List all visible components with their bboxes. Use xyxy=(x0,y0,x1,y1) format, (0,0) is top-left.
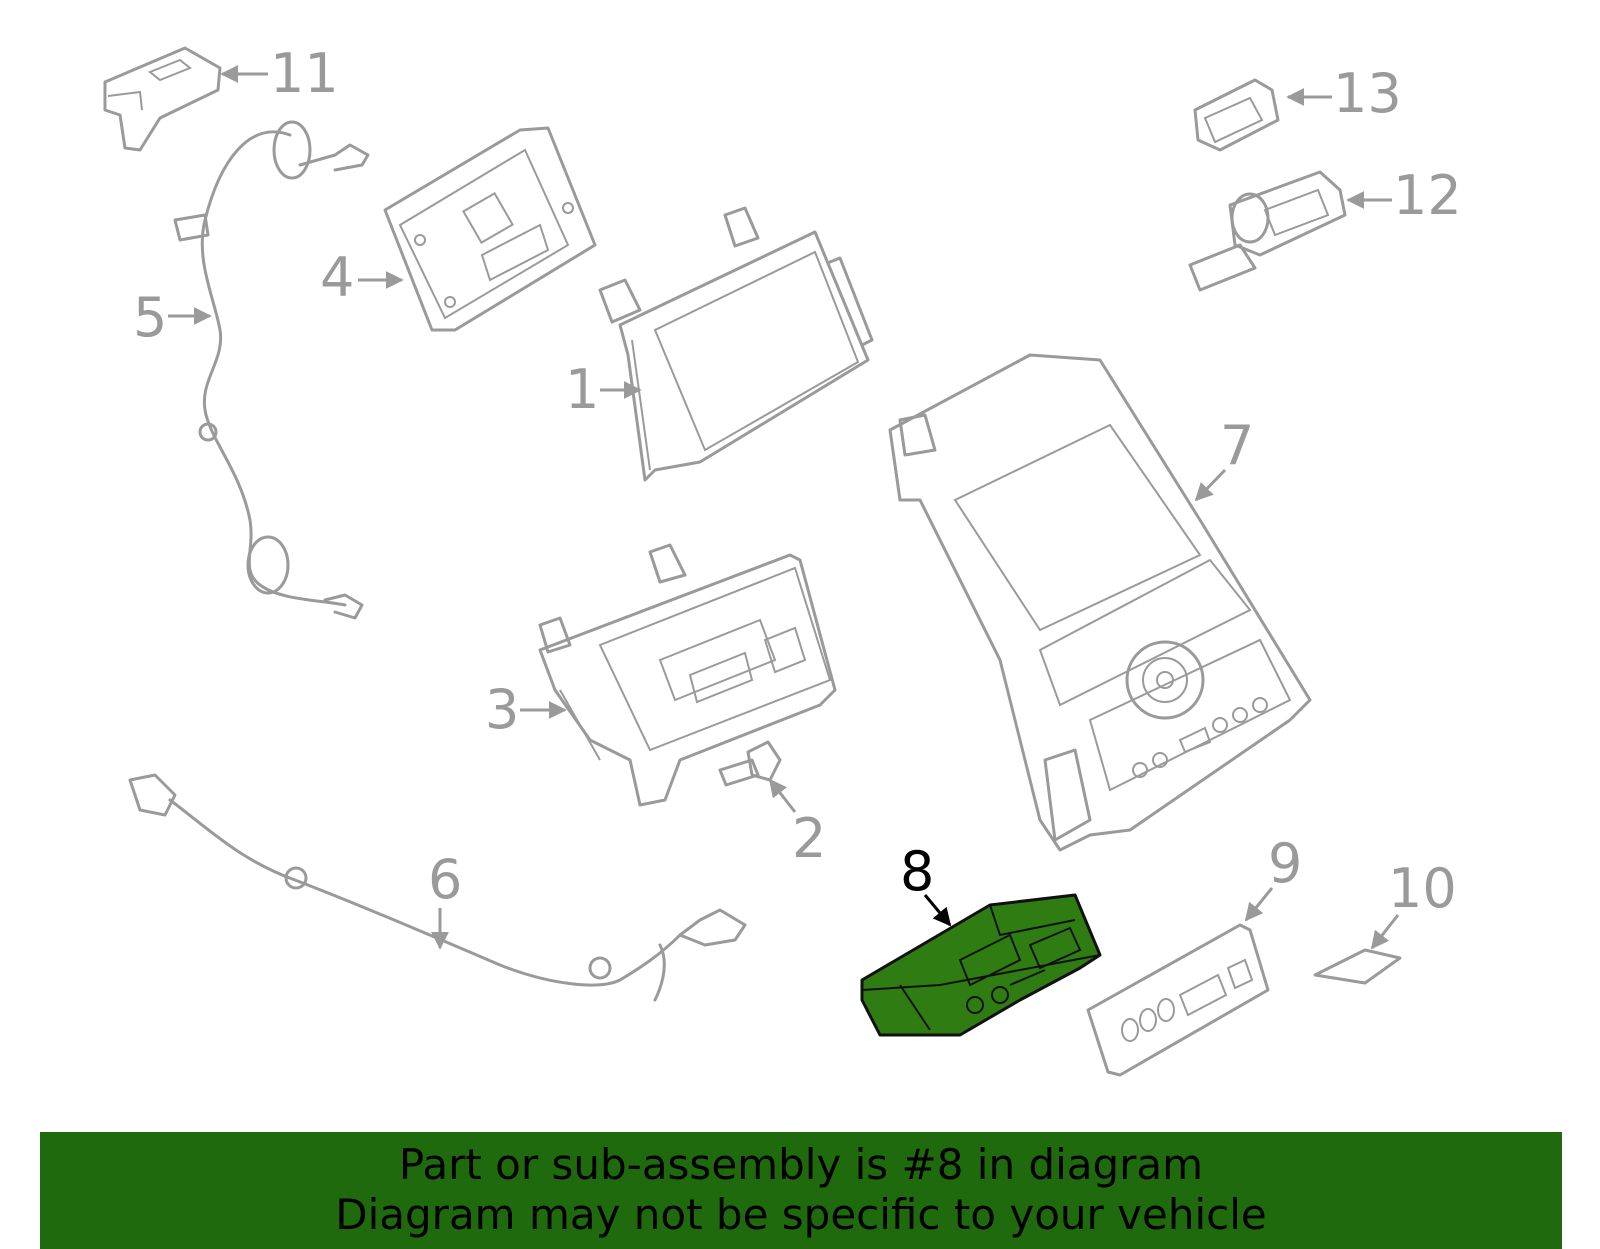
banner-line-2: Diagram may not be specific to your vehi… xyxy=(335,1190,1267,1239)
callout-6: 6 xyxy=(428,848,462,911)
banner-line-1: Part or sub-assembly is #8 in diagram xyxy=(398,1140,1204,1189)
parts-diagram: 1 2 3 4 5 6 7 8 9 10 11 12 13 xyxy=(103,42,1462,1077)
callout-1: 1 xyxy=(565,358,599,421)
part-6-harness xyxy=(128,773,747,1002)
part-11-module xyxy=(103,46,222,152)
part-8-highlighted-module[interactable] xyxy=(860,893,1102,1037)
part-2-screw xyxy=(718,740,782,787)
callout-7: 7 xyxy=(1220,414,1254,477)
callout-8: 8 xyxy=(900,840,934,903)
leader-9 xyxy=(1244,887,1274,922)
part-12-module xyxy=(1188,170,1347,292)
callout-12: 12 xyxy=(1393,164,1462,227)
callout-10: 10 xyxy=(1388,857,1457,920)
callout-9: 9 xyxy=(1268,832,1302,895)
callout-2: 2 xyxy=(792,807,826,870)
callout-3: 3 xyxy=(485,678,519,741)
callout-11: 11 xyxy=(270,42,339,105)
leader-8 xyxy=(923,894,952,927)
callout-5: 5 xyxy=(133,286,167,349)
leader-10 xyxy=(1370,914,1400,950)
part-3-chassis xyxy=(538,543,837,807)
part-4-bracket xyxy=(383,126,597,332)
callout-4: 4 xyxy=(320,246,354,309)
part-10-trim xyxy=(1313,948,1402,985)
callout-13: 13 xyxy=(1333,62,1402,125)
info-banner: Part or sub-assembly is #8 in diagram Di… xyxy=(40,1132,1562,1249)
part-1-display xyxy=(598,206,874,482)
leader-2 xyxy=(768,778,797,813)
leader-7 xyxy=(1194,468,1227,502)
part-9-faceplate xyxy=(1086,923,1270,1077)
part-5-harness xyxy=(173,120,370,620)
part-13-module xyxy=(1193,78,1280,152)
part-7-bezel xyxy=(888,353,1312,852)
